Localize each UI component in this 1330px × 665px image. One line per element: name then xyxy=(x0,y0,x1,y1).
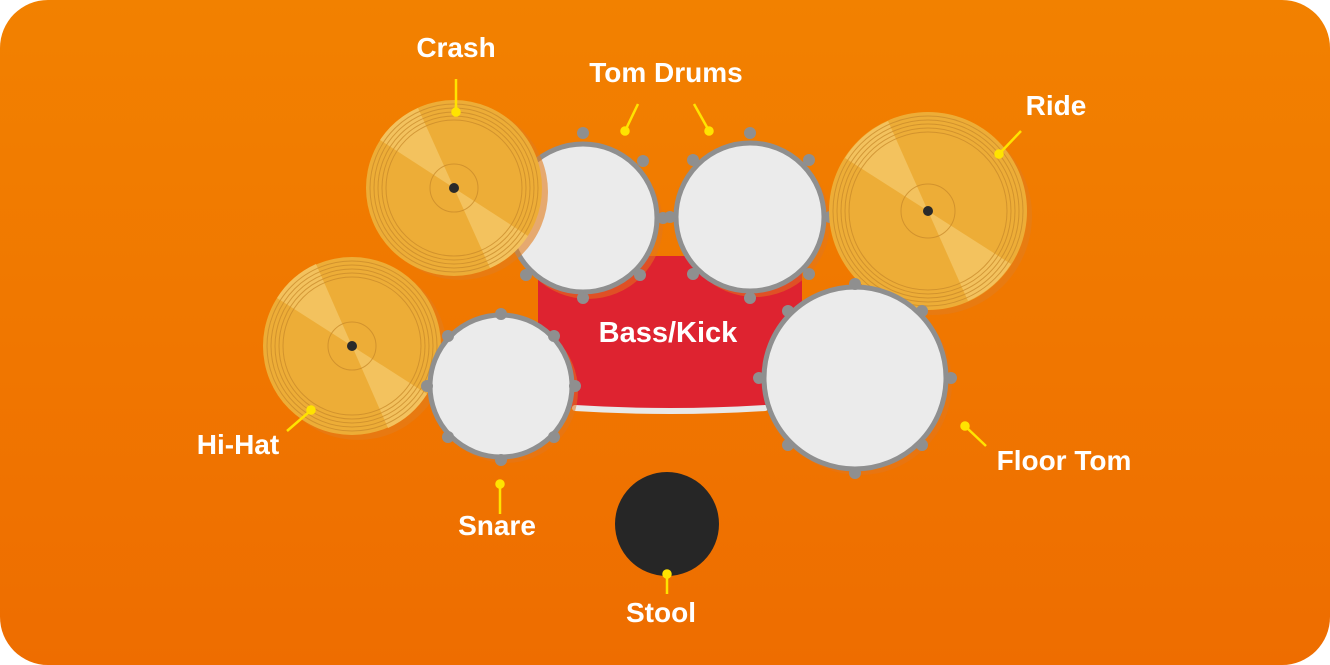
ride-label: Ride xyxy=(1026,90,1087,121)
stool-label: Stool xyxy=(626,597,696,628)
tom-drum-right xyxy=(664,127,836,304)
crash-cymbal xyxy=(366,100,548,280)
hi-hat-cymbal xyxy=(263,257,447,440)
snare-drum xyxy=(421,308,581,466)
floor-tom-label: Floor Tom xyxy=(997,445,1132,476)
stool-seat xyxy=(615,472,719,576)
snare-label: Snare xyxy=(458,510,536,541)
crash-label: Crash xyxy=(416,32,495,63)
hi-hat-label: Hi-Hat xyxy=(197,429,279,460)
tom-drums-label: Tom Drums xyxy=(589,57,743,88)
floor-tom xyxy=(753,278,957,479)
ride-cymbal xyxy=(829,112,1032,315)
bass-kick-label: Bass/Kick xyxy=(599,317,739,349)
callout-lines xyxy=(286,79,1022,594)
